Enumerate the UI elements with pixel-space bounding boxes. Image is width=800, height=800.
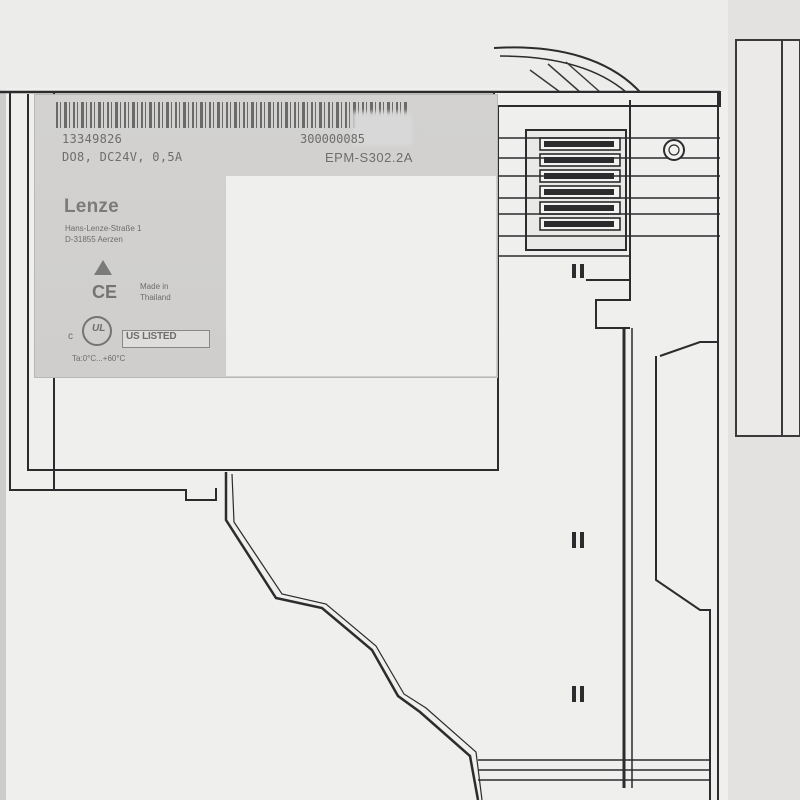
ul-c-prefix: c xyxy=(68,331,73,342)
ul-mark-icon xyxy=(82,316,112,346)
address-line-2: D-31855 Aerzen xyxy=(65,235,123,244)
brand-logo: Lenze xyxy=(64,196,119,217)
barcode xyxy=(56,102,408,128)
country-of-origin: Thailand xyxy=(140,293,171,302)
redacted-area xyxy=(352,112,412,146)
address-line-1: Hans-Lenze-Straße 1 xyxy=(65,224,142,233)
temperature-range: Ta:0°C...+60°C xyxy=(72,354,126,363)
made-in-label: Made in xyxy=(140,282,169,291)
part-number: 13349826 xyxy=(62,132,123,146)
ul-listed-text: US LISTED xyxy=(126,331,177,342)
ul-mark-text: UL xyxy=(92,323,106,334)
serial-number: 300000085 xyxy=(300,132,366,146)
esd-warning-icon xyxy=(94,260,112,275)
label-cutout xyxy=(226,176,496,376)
ce-mark-icon: CE xyxy=(92,282,118,302)
spec-text: DO8, DC24V, 0,5A xyxy=(62,150,183,164)
model-number: EPM-S302.2A xyxy=(325,150,413,165)
ul-listed-box xyxy=(122,330,210,348)
